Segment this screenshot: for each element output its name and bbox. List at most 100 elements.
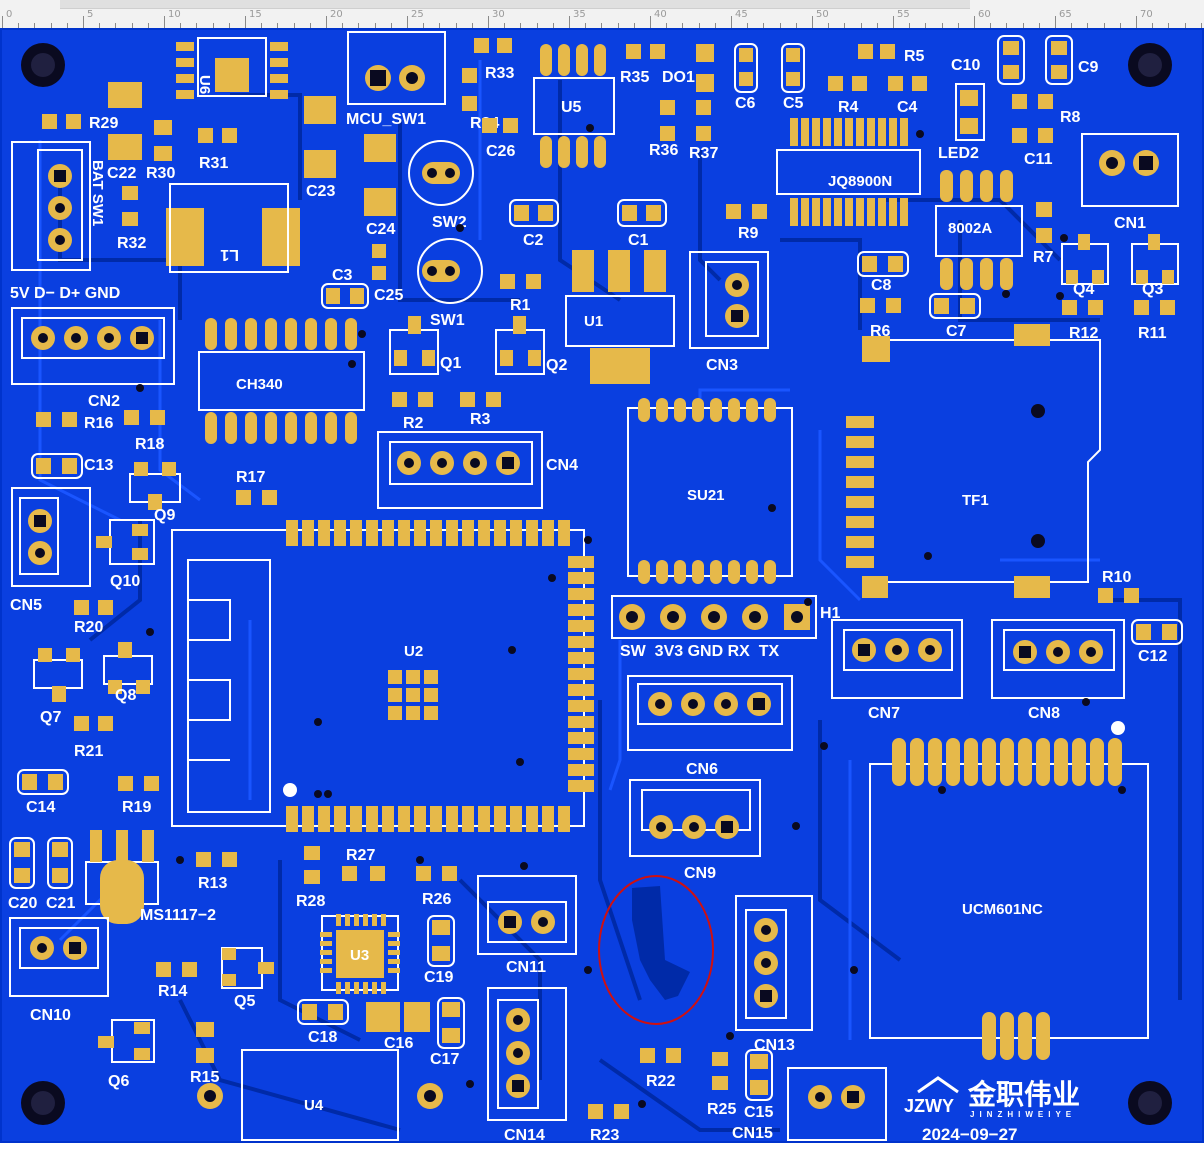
label-C10: C10 [951, 57, 980, 74]
label-CN13: CN13 [754, 1037, 795, 1054]
board-date: 2024−09−27 [922, 1125, 1018, 1143]
ruler-tick [147, 23, 149, 28]
header-H1 [611, 595, 817, 639]
ruler-label: 65 [1059, 9, 1072, 20]
label-R18: R18 [135, 436, 164, 453]
ruler-tick [277, 23, 279, 28]
ruler-tick [212, 23, 214, 28]
ruler-tick [1184, 23, 1186, 28]
label-R32: R32 [117, 235, 146, 252]
component-C14-R19 [17, 769, 159, 795]
ruler-tick [520, 23, 522, 28]
connector-CN7 [831, 619, 963, 699]
component-U6 [176, 37, 288, 99]
label-C4: C4 [897, 99, 918, 116]
ruler-tick [50, 23, 52, 28]
component-LED2 [955, 83, 985, 141]
ruler-tick [812, 16, 813, 28]
ruler-tick [66, 23, 68, 28]
label-R22: R22 [646, 1073, 675, 1090]
label-R2: R2 [403, 415, 424, 432]
label-U5: U5 [561, 99, 582, 116]
pcb-board-canvas[interactable]: U6 MCU_SW1 R33 R34 C26 U5 R35 DO1 R36 R3… [0, 28, 1204, 1143]
ruler-tick [650, 16, 651, 28]
ruler-tick [860, 23, 862, 28]
label-C2: C2 [523, 232, 544, 249]
ruler-tick [407, 16, 408, 28]
ruler-label: 55 [897, 9, 910, 20]
component-UCM601NC [869, 721, 1149, 1060]
connector-CN1 [1081, 133, 1179, 207]
label-C18: C18 [308, 1029, 337, 1046]
ruler-tick [957, 23, 959, 28]
ruler-tick [617, 23, 619, 28]
ruler-tick [164, 16, 165, 28]
mounting-holes [21, 43, 1172, 1125]
label-UCM601NC: UCM601NC [962, 901, 1043, 918]
ruler-tick [99, 23, 101, 28]
component-U1 [565, 250, 675, 384]
ruler-tick [115, 23, 117, 28]
component-R2-R3 [392, 392, 501, 407]
component-C23-C24 [304, 96, 396, 216]
label-H1: H1 [820, 605, 841, 622]
label-C12: C12 [1138, 648, 1167, 665]
label-C15: C15 [744, 1104, 773, 1121]
component-C10-C9 [997, 35, 1073, 85]
label-DO1: DO1 [662, 69, 695, 86]
label-Q8: Q8 [115, 687, 136, 704]
component-SU21 [627, 398, 793, 584]
label-CN9: CN9 [684, 865, 716, 882]
ruler-tick [1200, 23, 1202, 28]
component-R32-L1 [122, 186, 300, 266]
label-R21: R21 [74, 743, 103, 760]
component-Q1-Q2 [389, 316, 545, 375]
label-C5: C5 [783, 95, 804, 112]
label-Q3: Q3 [1142, 281, 1163, 298]
connector-CN14 [487, 987, 567, 1121]
label-C8: C8 [871, 277, 892, 294]
label-Q4: Q4 [1073, 281, 1094, 298]
ruler-tick [1038, 23, 1040, 28]
label-TF1: TF1 [962, 492, 989, 509]
ruler-label: 25 [411, 9, 424, 20]
label-R33: R33 [485, 65, 514, 82]
component-R22-group [588, 1048, 728, 1119]
ruler-tick [1022, 23, 1024, 28]
horizontal-scrollbar[interactable] [60, 0, 970, 9]
label-CN11: CN11 [506, 959, 546, 976]
ruler-tick [763, 23, 765, 28]
label-U6: U6 [196, 75, 213, 94]
label-R4: R4 [838, 99, 859, 116]
label-Q10: Q10 [110, 573, 140, 590]
component-R35-DO1 [626, 44, 714, 141]
label-CN7: CN7 [868, 705, 900, 722]
ruler-tick [536, 23, 538, 28]
ruler-tick [390, 23, 392, 28]
label-CN3: CN3 [706, 357, 738, 374]
ruler-tick [131, 23, 133, 28]
component-Q9 [129, 462, 181, 510]
label-R29: R29 [89, 115, 118, 132]
ruler-label: 60 [978, 9, 991, 20]
connector-CN10 [9, 917, 109, 997]
ruler-tick [909, 23, 911, 28]
ruler-tick [1006, 23, 1008, 28]
label-R31: R31 [199, 155, 228, 172]
connector-CN9 [629, 779, 761, 857]
label-SW1: SW1 [430, 312, 465, 329]
ruler-tick [682, 23, 684, 28]
ruler-label: 5 [87, 9, 94, 20]
ruler-tick [893, 16, 894, 28]
label-JQ8900N: JQ8900N [828, 173, 892, 190]
connector-BAT_SW1 [11, 141, 91, 271]
label-C23: C23 [306, 183, 335, 200]
component-R16-group [36, 410, 165, 427]
ruler-tick [1136, 16, 1137, 28]
pcb-layout-svg: U6 MCU_SW1 R33 R34 C26 U5 R35 DO1 R36 R3… [0, 28, 1204, 1143]
ruler-tick [828, 23, 830, 28]
label-C26: C26 [486, 143, 515, 160]
component-8002A [935, 170, 1023, 290]
label-BAT_SW1: BAT SW1 [89, 160, 106, 226]
ruler-tick [714, 23, 716, 28]
